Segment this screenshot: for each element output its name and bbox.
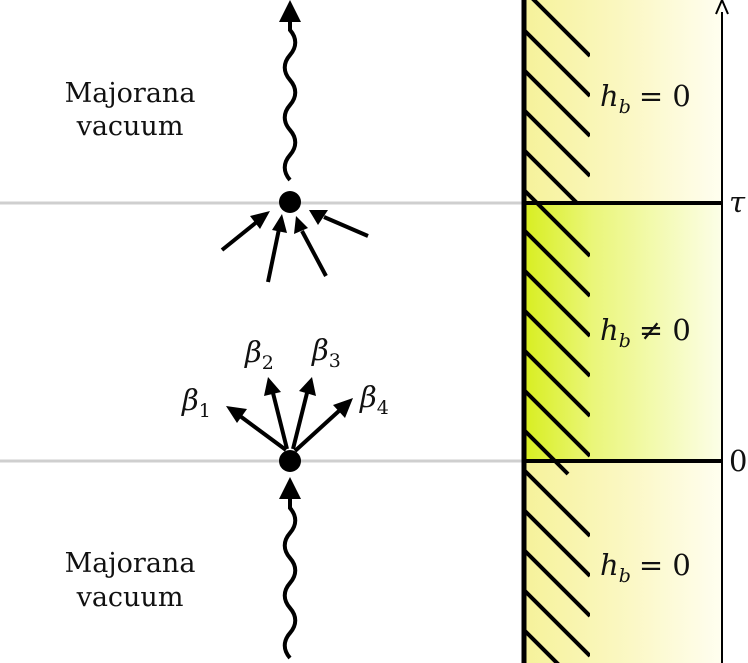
outgoing-arrows-bottom bbox=[238, 392, 342, 453]
wavy-worldline-bottom bbox=[282, 495, 298, 660]
incoming-arrowheads-top bbox=[250, 210, 328, 234]
boundary-field-label-middle: hb≠ 0 bbox=[600, 313, 691, 352]
boundary-hatching bbox=[524, 0, 590, 663]
outgoing-arrowheads-bottom bbox=[226, 377, 353, 423]
boundary-region-bottom bbox=[524, 461, 722, 663]
axis-mark-tau: τ bbox=[729, 185, 746, 219]
vacuum-label-bottom-line1: Majorana bbox=[65, 548, 196, 579]
axis-mark-zero: 0 bbox=[729, 444, 747, 478]
beta-label-4: β4 bbox=[359, 380, 389, 419]
beta-label-3: β3 bbox=[311, 333, 341, 372]
wavy-worldline-bottom-arrowhead bbox=[279, 477, 301, 499]
vacuum-label-top-line1: Majorana bbox=[65, 78, 196, 109]
wavy-worldline-top bbox=[282, 18, 298, 182]
vertex-bottom bbox=[279, 450, 301, 472]
vacuum-label-top-line2: vacuum bbox=[76, 111, 184, 142]
boundary-region-middle bbox=[524, 203, 722, 461]
vacuum-label-bottom-line2: vacuum bbox=[76, 582, 184, 613]
time-axis-arrowhead bbox=[715, 0, 729, 15]
wavy-worldline-top-arrowhead bbox=[279, 0, 301, 22]
beta-label-1: β1 bbox=[181, 383, 211, 422]
boundary-field-label-bottom: hb= 0 bbox=[600, 548, 691, 587]
boundary-field-label-top: hb= 0 bbox=[600, 79, 691, 118]
beta-label-2: β2 bbox=[244, 335, 274, 374]
incoming-arrows-top bbox=[220, 215, 369, 283]
vertex-top bbox=[279, 191, 301, 213]
